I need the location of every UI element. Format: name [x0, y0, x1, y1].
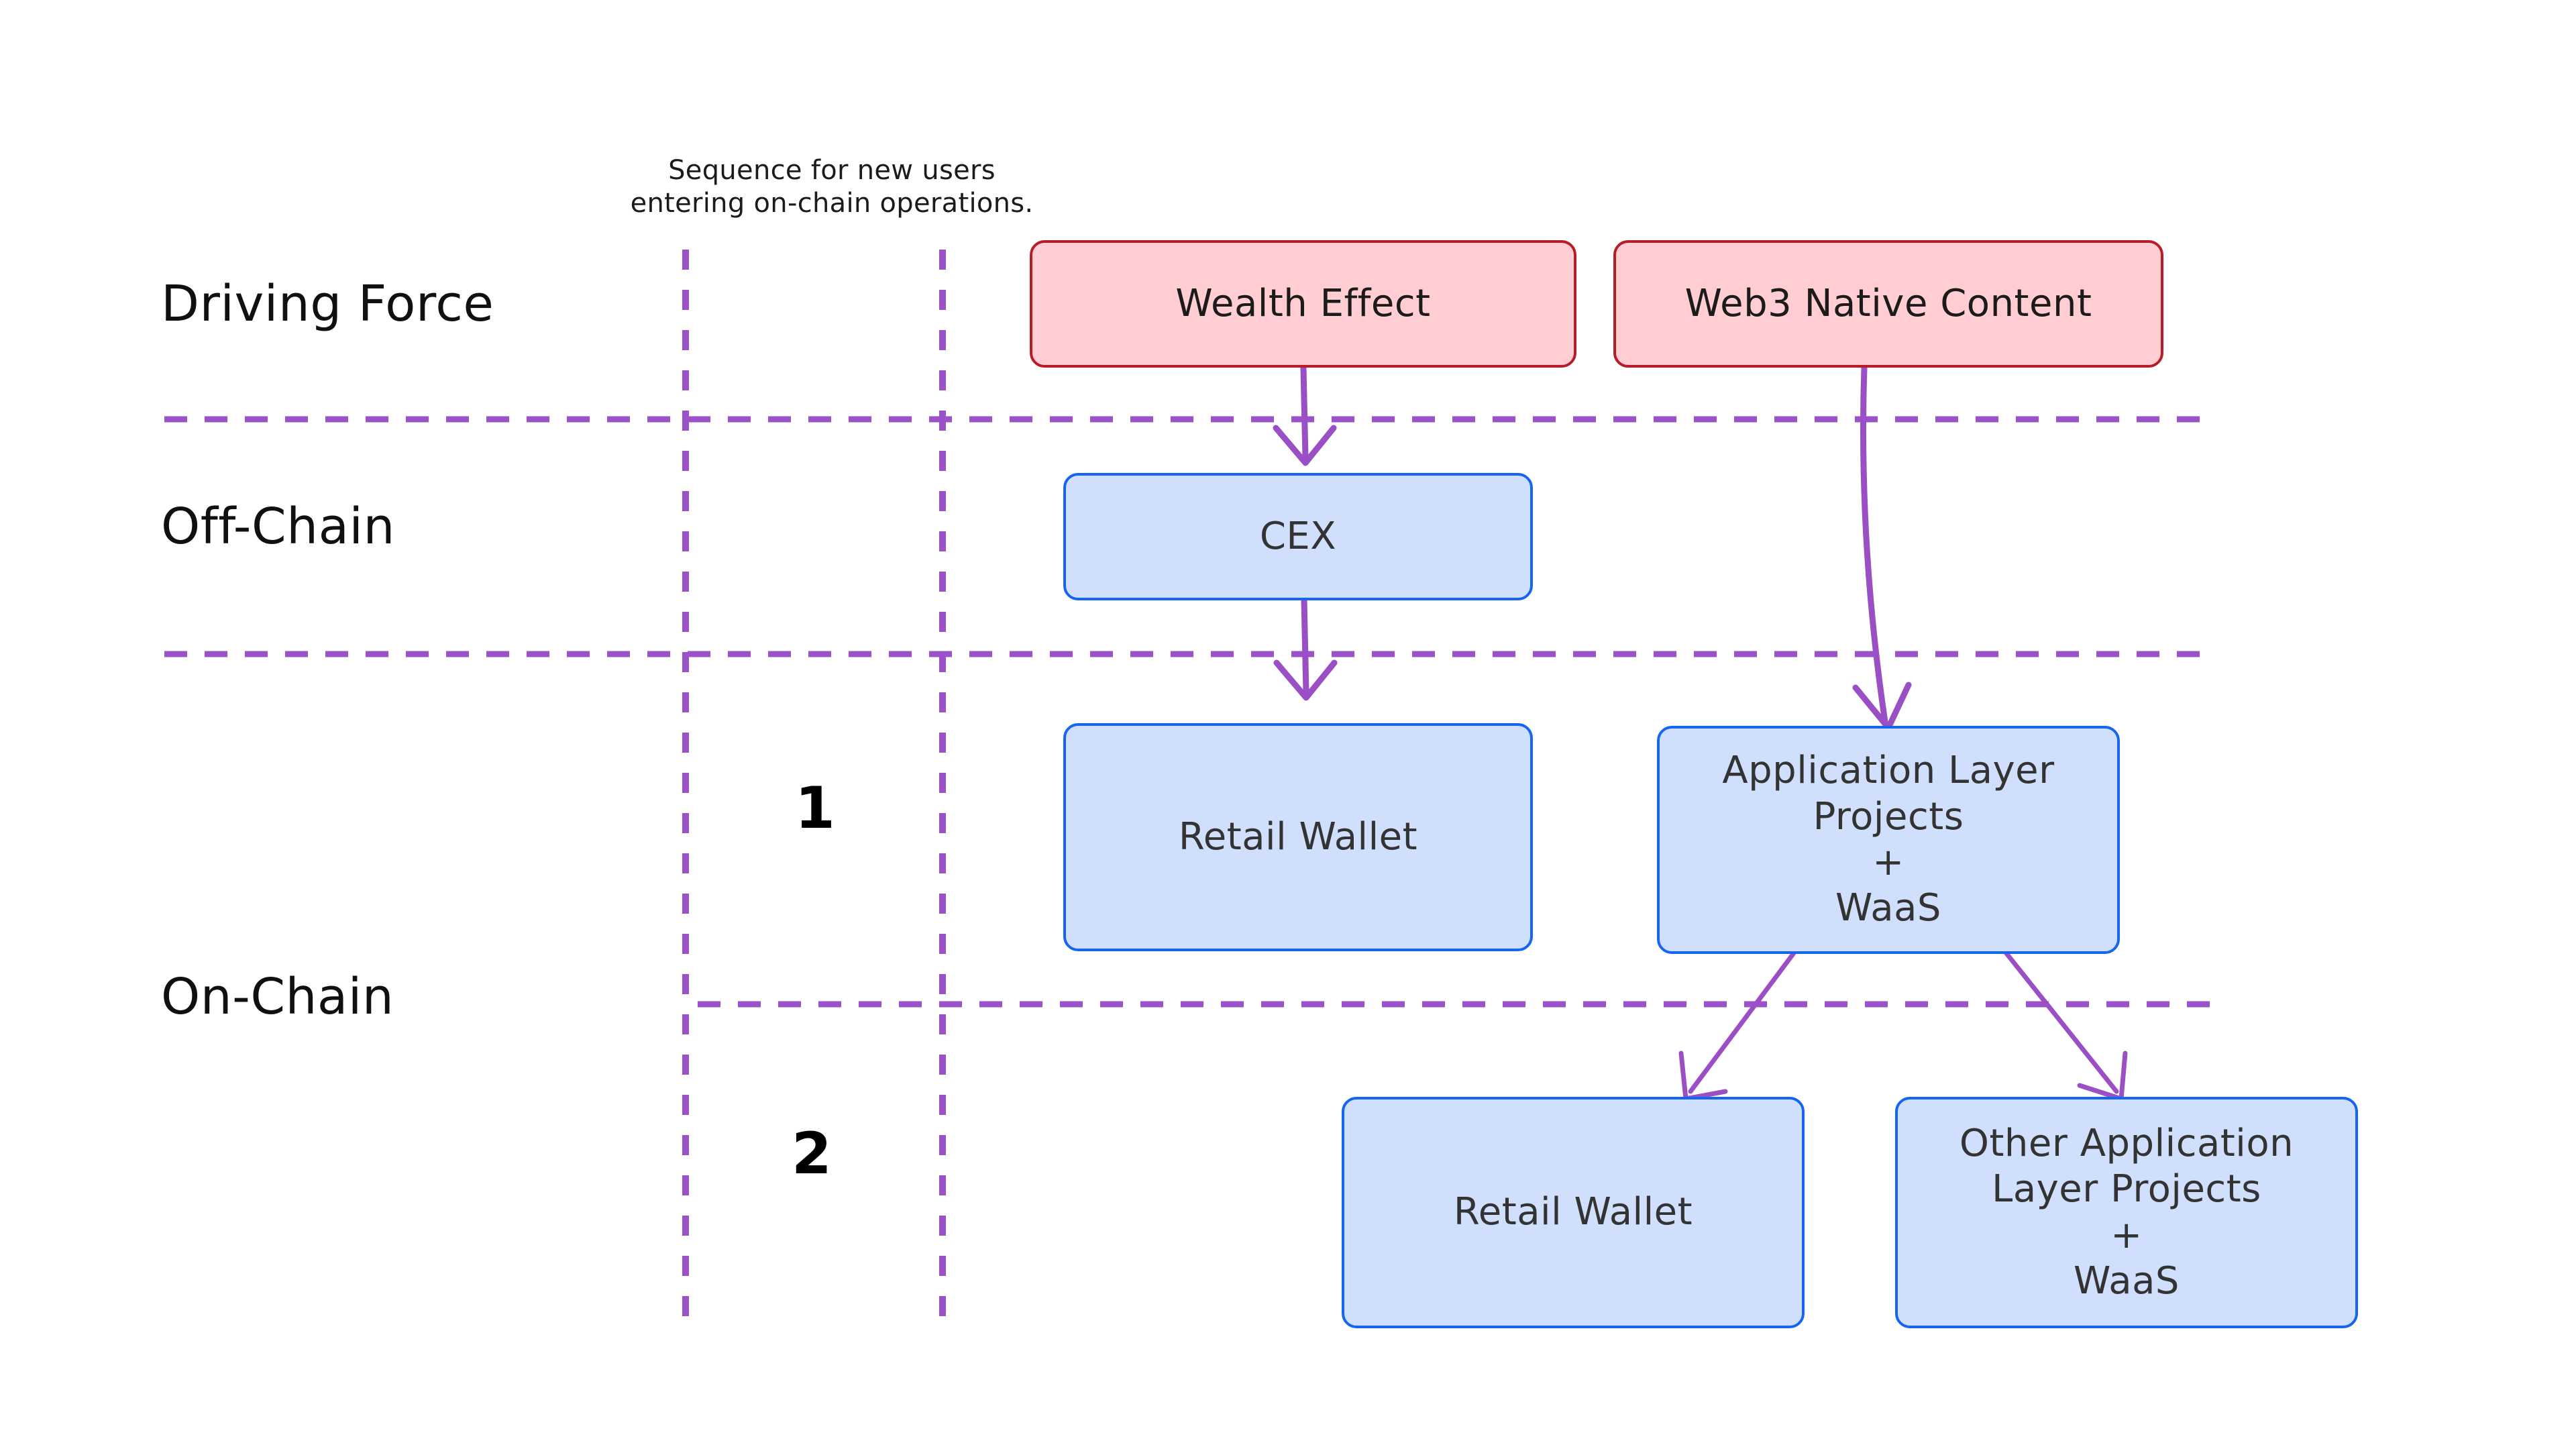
node-wealth-effect[interactable]: Wealth Effect [1030, 240, 1576, 368]
edge-application-layer-to-other-application-layer [2003, 950, 2128, 1102]
edge-web3-to-application-layer [1852, 364, 1912, 731]
edge-cex-to-retail-wallet-1 [1273, 596, 1338, 701]
node-application-layer-projects[interactable]: Application Layer Projects + WaaS [1657, 726, 2120, 954]
node-cex[interactable]: CEX [1063, 473, 1533, 600]
node-web3-native-content[interactable]: Web3 Native Content [1613, 240, 2163, 368]
node-other-application-layer-projects[interactable]: Other Application Layer Projects + WaaS [1895, 1097, 2358, 1328]
node-retail-wallet-2[interactable]: Retail Wallet [1342, 1097, 1805, 1328]
edge-wealth-to-cex [1273, 365, 1337, 466]
node-retail-wallet-1[interactable]: Retail Wallet [1063, 723, 1533, 951]
diagram-title-note: Sequence for new users entering on-chain… [630, 155, 1034, 219]
edge-application-layer-to-retail-wallet-2 [1678, 949, 1798, 1102]
swimlane-label-driving-force: Driving Force [161, 275, 494, 333]
sequence-step-1: 1 [795, 775, 835, 842]
sequence-step-2: 2 [792, 1120, 832, 1187]
swimlane-label-off-chain: Off-Chain [161, 498, 395, 555]
swimlane-label-on-chain: On-Chain [161, 968, 394, 1026]
